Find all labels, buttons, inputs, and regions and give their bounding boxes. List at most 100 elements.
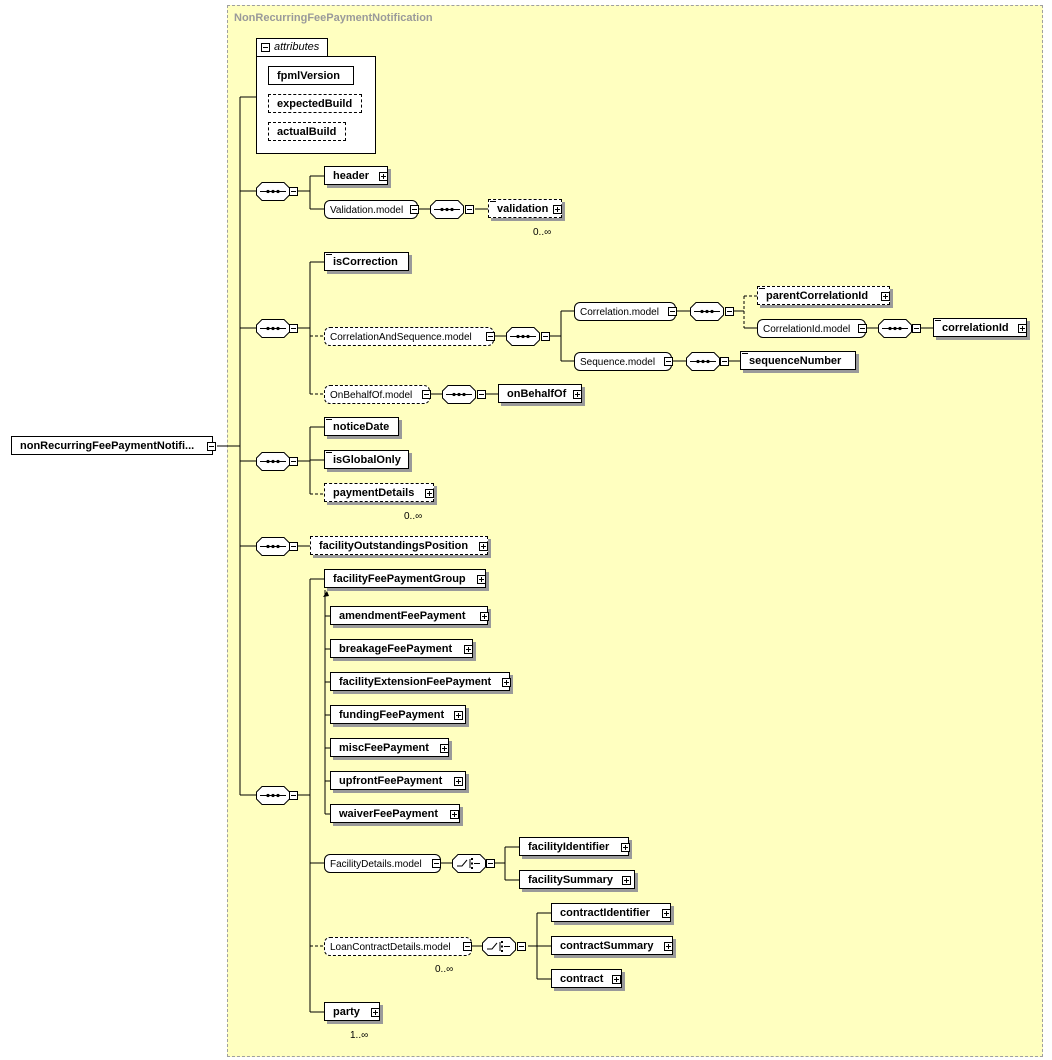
- collapse-icon[interactable]: [422, 390, 431, 399]
- collapse-icon[interactable]: [486, 859, 495, 868]
- root-element[interactable]: nonRecurringFeePaymentNotifi...: [11, 436, 213, 455]
- attribute-actualBuild[interactable]: actualBuild: [268, 122, 346, 141]
- collapse-icon[interactable]: [289, 791, 298, 800]
- element-paymentDetails[interactable]: paymentDetails: [324, 483, 434, 502]
- expand-icon[interactable]: [1018, 324, 1027, 333]
- expand-icon[interactable]: [480, 612, 489, 621]
- expand-icon[interactable]: [662, 909, 671, 918]
- collapse-icon[interactable]: [289, 324, 298, 333]
- element-noticeDate[interactable]: noticeDate: [324, 417, 399, 436]
- sequence-compositor: [256, 786, 290, 805]
- expand-icon[interactable]: [622, 876, 631, 885]
- expand-icon[interactable]: [371, 1008, 380, 1017]
- group-validation-model[interactable]: Validation.model: [324, 200, 418, 219]
- element-amendmentFeePayment[interactable]: amendmentFeePayment: [330, 606, 488, 625]
- group-facilityDetails-model[interactable]: FacilityDetails.model: [324, 854, 441, 873]
- expand-icon[interactable]: [450, 810, 459, 819]
- group-correlationId-model[interactable]: CorrelationId.model: [757, 319, 866, 338]
- group-sequence-model[interactable]: Sequence.model: [574, 352, 672, 371]
- element-sequenceNumber[interactable]: sequenceNumber: [740, 351, 856, 370]
- element-parentCorrelationId[interactable]: parentCorrelationId: [757, 286, 890, 305]
- group-correlation-and-sequence-model[interactable]: CorrelationAndSequence.model: [324, 327, 494, 346]
- sequence-compositor: [878, 319, 912, 338]
- sequence-compositor: [256, 537, 290, 556]
- collapse-icon[interactable]: [261, 43, 270, 52]
- element-facilityOutstandingsPosition[interactable]: facilityOutstandingsPosition: [310, 536, 488, 555]
- collapse-icon[interactable]: [541, 332, 550, 341]
- collapse-icon[interactable]: [477, 390, 486, 399]
- collapse-icon[interactable]: [289, 542, 298, 551]
- element-upfrontFeePayment[interactable]: upfrontFeePayment: [330, 771, 466, 790]
- expand-icon[interactable]: [379, 172, 388, 181]
- element-facilityFeePaymentGroup[interactable]: facilityFeePaymentGroup: [324, 569, 486, 588]
- expand-icon[interactable]: [664, 942, 673, 951]
- expand-icon[interactable]: [479, 542, 488, 551]
- cardinality-label: 1..∞: [350, 1030, 369, 1041]
- text-content-icon: [326, 452, 332, 459]
- element-correlationId[interactable]: correlationId: [933, 318, 1027, 337]
- element-header[interactable]: header: [324, 166, 388, 185]
- element-waiverFeePayment[interactable]: waiverFeePayment: [330, 804, 460, 823]
- element-isGlobalOnly[interactable]: isGlobalOnly: [324, 450, 409, 469]
- expand-icon[interactable]: [612, 975, 621, 984]
- text-content-icon: [759, 288, 765, 295]
- group-onBehalfOf-model[interactable]: OnBehalfOf.model: [324, 385, 430, 404]
- element-fundingFeePayment[interactable]: fundingFeePayment: [330, 705, 466, 724]
- expand-icon[interactable]: [502, 678, 511, 687]
- cardinality-label: 0..∞: [404, 511, 423, 522]
- cardinality-label: 0..∞: [533, 227, 552, 238]
- element-facilityExtensionFeePayment[interactable]: facilityExtensionFeePayment: [330, 672, 510, 691]
- collapse-icon[interactable]: [725, 307, 734, 316]
- element-onBehalfOf[interactable]: onBehalfOf: [498, 384, 582, 403]
- element-contractSummary[interactable]: contractSummary: [551, 936, 673, 955]
- sequence-compositor: [256, 319, 290, 338]
- element-validation[interactable]: validation: [488, 199, 562, 218]
- element-party[interactable]: party: [324, 1002, 380, 1021]
- collapse-icon[interactable]: [858, 324, 867, 333]
- element-isCorrection[interactable]: isCorrection: [324, 252, 409, 271]
- collapse-icon[interactable]: [912, 324, 921, 333]
- collapse-icon[interactable]: [465, 205, 474, 214]
- group-correlation-model[interactable]: Correlation.model: [574, 302, 676, 321]
- attributes-tab[interactable]: attributes: [256, 38, 328, 57]
- collapse-icon[interactable]: [289, 187, 298, 196]
- expand-icon[interactable]: [553, 205, 562, 214]
- sequence-compositor: [256, 452, 290, 471]
- expand-icon[interactable]: [881, 292, 890, 301]
- collapse-icon[interactable]: [486, 332, 495, 341]
- collapse-icon[interactable]: [207, 442, 216, 451]
- group-loanContractDetails-model[interactable]: LoanContractDetails.model: [324, 937, 472, 956]
- collapse-icon[interactable]: [463, 942, 472, 951]
- sequence-compositor: [686, 352, 720, 371]
- cardinality-label: 0..∞: [435, 964, 454, 975]
- collapse-icon[interactable]: [720, 357, 729, 366]
- collapse-icon[interactable]: [668, 307, 677, 316]
- collapse-icon[interactable]: [517, 942, 526, 951]
- text-content-icon: [326, 254, 332, 261]
- expand-icon[interactable]: [425, 489, 434, 498]
- element-miscFeePayment[interactable]: miscFeePayment: [330, 738, 449, 757]
- sequence-compositor: [506, 327, 540, 346]
- element-contract[interactable]: contract: [551, 969, 622, 988]
- collapse-icon[interactable]: [664, 357, 673, 366]
- text-content-icon: [326, 419, 332, 426]
- attributes-label: attributes: [274, 41, 320, 53]
- expand-icon[interactable]: [454, 711, 463, 720]
- expand-icon[interactable]: [440, 744, 449, 753]
- element-contractIdentifier[interactable]: contractIdentifier: [551, 903, 671, 922]
- collapse-icon[interactable]: [432, 859, 441, 868]
- expand-icon[interactable]: [464, 645, 473, 654]
- element-facilitySummary[interactable]: facilitySummary: [519, 870, 635, 889]
- expand-icon[interactable]: [621, 843, 630, 852]
- sequence-compositor: [430, 200, 464, 219]
- type-title: NonRecurringFeePaymentNotification: [234, 12, 433, 24]
- expand-icon[interactable]: [454, 777, 463, 786]
- attribute-expectedBuild[interactable]: expectedBuild: [268, 94, 362, 113]
- element-breakageFeePayment[interactable]: breakageFeePayment: [330, 639, 473, 658]
- expand-icon[interactable]: [573, 390, 582, 399]
- expand-icon[interactable]: [477, 575, 486, 584]
- element-facilityIdentifier[interactable]: facilityIdentifier: [519, 837, 629, 856]
- collapse-icon[interactable]: [289, 457, 298, 466]
- collapse-icon[interactable]: [410, 205, 419, 214]
- attribute-fpmlVersion[interactable]: fpmlVersion: [268, 66, 354, 85]
